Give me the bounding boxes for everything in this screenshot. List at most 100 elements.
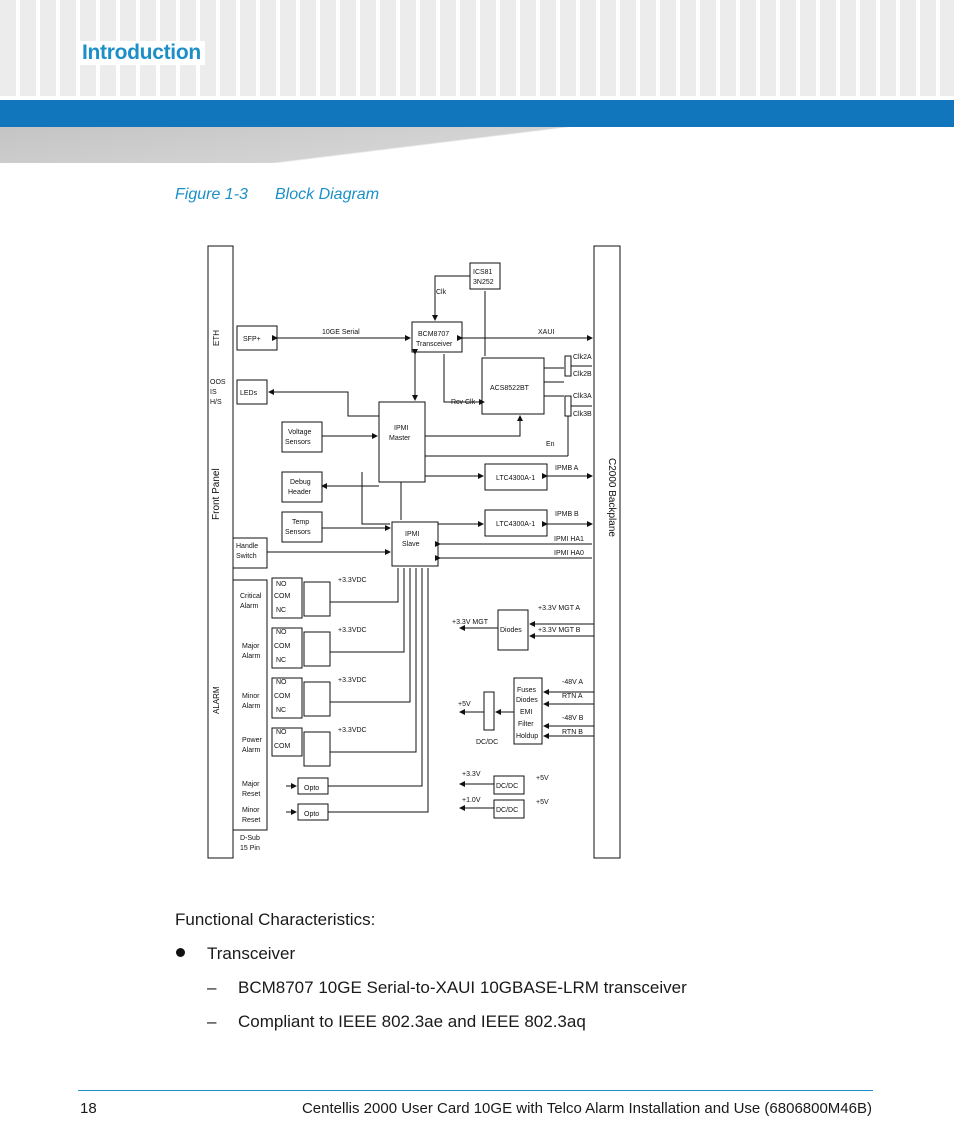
label-clk3a: Clk3A	[573, 393, 592, 400]
label-com-4: COM	[274, 743, 291, 750]
label-n48b: -48V B	[562, 715, 584, 722]
label-com-1: COM	[274, 593, 291, 600]
label-p5v-3: +5V	[536, 799, 549, 806]
bullet-dot	[176, 948, 185, 957]
label-v33dc-3: +3.3VDC	[338, 677, 367, 684]
label-nc-2: NC	[276, 657, 286, 664]
dash-1: –	[207, 978, 217, 997]
footer-rule	[78, 1090, 873, 1091]
label-holdup: Holdup	[516, 733, 538, 740]
label-p33: +3.3V	[462, 771, 481, 778]
page-number: 18	[80, 1100, 97, 1117]
label-xaui: XAUI	[538, 329, 554, 336]
label-clk3b: Clk3B	[573, 411, 592, 418]
temp-sensors-box	[281, 511, 323, 543]
label-mgt: +3.3V MGT	[452, 619, 489, 626]
label-ics2: 3N252	[473, 279, 494, 286]
label-oos: OOS	[210, 379, 226, 386]
label-v33dc-1: +3.3VDC	[338, 577, 367, 584]
label-serial: 10GE Serial	[322, 329, 360, 336]
label-v33dc-4: +3.3VDC	[338, 727, 367, 734]
section-title: Introduction	[78, 41, 205, 65]
block-diagram: ETH Front Panel ALARM C2000 Backplane OO…	[207, 245, 621, 859]
label-handle1: Handle	[236, 543, 258, 550]
label-emi: EMI	[520, 709, 533, 716]
label-minor1: Minor	[242, 693, 260, 700]
label-no-3: NO	[276, 679, 287, 686]
label-nreset1: Minor	[242, 807, 260, 814]
label-mgta: +3.3V MGT A	[538, 605, 580, 612]
functional-heading: Functional Characteristics:	[175, 910, 376, 929]
label-major1: Major	[242, 643, 260, 650]
label-ha0: IPMI HA0	[554, 550, 584, 557]
label-debug1: Debug	[290, 479, 311, 486]
header-blue-band	[0, 100, 954, 127]
label-diodes-1: Diodes	[500, 627, 522, 634]
label-no-2: NO	[276, 629, 287, 636]
label-power2: Alarm	[242, 747, 260, 754]
label-minor2: Alarm	[242, 703, 260, 710]
debug-header-box	[281, 471, 323, 503]
label-clk2a: Clk2A	[573, 354, 592, 361]
label-mreset2: Reset	[242, 791, 260, 798]
label-ha1: IPMI HA1	[554, 536, 584, 543]
label-ipmis1: IPMI	[405, 531, 419, 538]
label-temp2: Sensors	[285, 529, 311, 536]
label-p5v-1: +5V	[458, 701, 471, 708]
label-acs: ACS8522BT	[490, 385, 530, 392]
header-grey-band	[0, 127, 954, 163]
label-clk: Clk	[436, 289, 447, 296]
label-opto-2: Opto	[304, 811, 319, 818]
label-dsub1: D-Sub	[240, 835, 260, 842]
label-temp1: Temp	[292, 519, 309, 526]
label-dcdc-a: DC/DC	[496, 783, 518, 790]
label-filter: Filter	[518, 721, 534, 728]
label-com-3: COM	[274, 693, 291, 700]
label-sfp: SFP+	[243, 336, 261, 343]
label-nc-1: NC	[276, 607, 286, 614]
label-rtna: RTN A	[562, 693, 583, 700]
label-v33dc-2: +3.3VDC	[338, 627, 367, 634]
label-ipmim1: IPMI	[394, 425, 408, 432]
handle-switch-box	[232, 537, 268, 569]
label-ltc-a: LTC4300A-1	[496, 475, 535, 482]
label-front-panel: Front Panel	[211, 468, 222, 520]
acs-box	[481, 357, 545, 415]
backplane-bar	[593, 245, 621, 859]
label-ipmba: IPMB A	[555, 465, 579, 472]
label-mgtb: +3.3V MGT B	[538, 627, 581, 634]
label-bcm1: BCM8707	[418, 331, 449, 338]
label-ipmim2: Master	[389, 435, 411, 442]
voltage-sensors-box	[281, 421, 323, 453]
dash-2: –	[207, 1012, 217, 1031]
label-p10: +1.0V	[462, 797, 481, 804]
label-rtnb: RTN B	[562, 729, 583, 736]
figure-number: Figure 1-3	[175, 186, 248, 203]
label-voltage2: Sensors	[285, 439, 311, 446]
label-eth: ETH	[212, 330, 221, 346]
document-title: Centellis 2000 User Card 10GE with Telco…	[301, 1100, 872, 1117]
label-opto-1: Opto	[304, 785, 319, 792]
label-alarm: ALARM	[212, 686, 221, 714]
label-clk2b: Clk2B	[573, 371, 592, 378]
label-crit2: Alarm	[240, 603, 258, 610]
label-ipmbb: IPMB B	[555, 511, 579, 518]
label-en: En	[546, 441, 555, 448]
label-dcdc-b: DC/DC	[496, 807, 518, 814]
label-com-2: COM	[274, 643, 291, 650]
label-crit1: Critical	[240, 593, 262, 600]
label-rcvclk: Rcv Clk	[451, 399, 476, 406]
label-fuses: Fuses	[517, 687, 537, 694]
figure-title: Block Diagram	[275, 186, 380, 203]
label-diodes-2: Diodes	[516, 697, 538, 704]
label-dsub2: 15 Pin	[240, 845, 260, 852]
label-ics1: ICS81	[473, 269, 493, 276]
label-power1: Power	[242, 737, 263, 744]
label-p5v-2: +5V	[536, 775, 549, 782]
label-ipmis2: Slave	[402, 541, 420, 548]
label-dcdc: DC/DC	[476, 739, 498, 746]
sub-item-1: BCM8707 10GE Serial-to-XAUI 10GBASE-LRM …	[238, 978, 687, 997]
label-hs: H/S	[210, 399, 222, 406]
label-bcm2: Transceiver	[416, 341, 453, 348]
label-no-4: NO	[276, 729, 287, 736]
